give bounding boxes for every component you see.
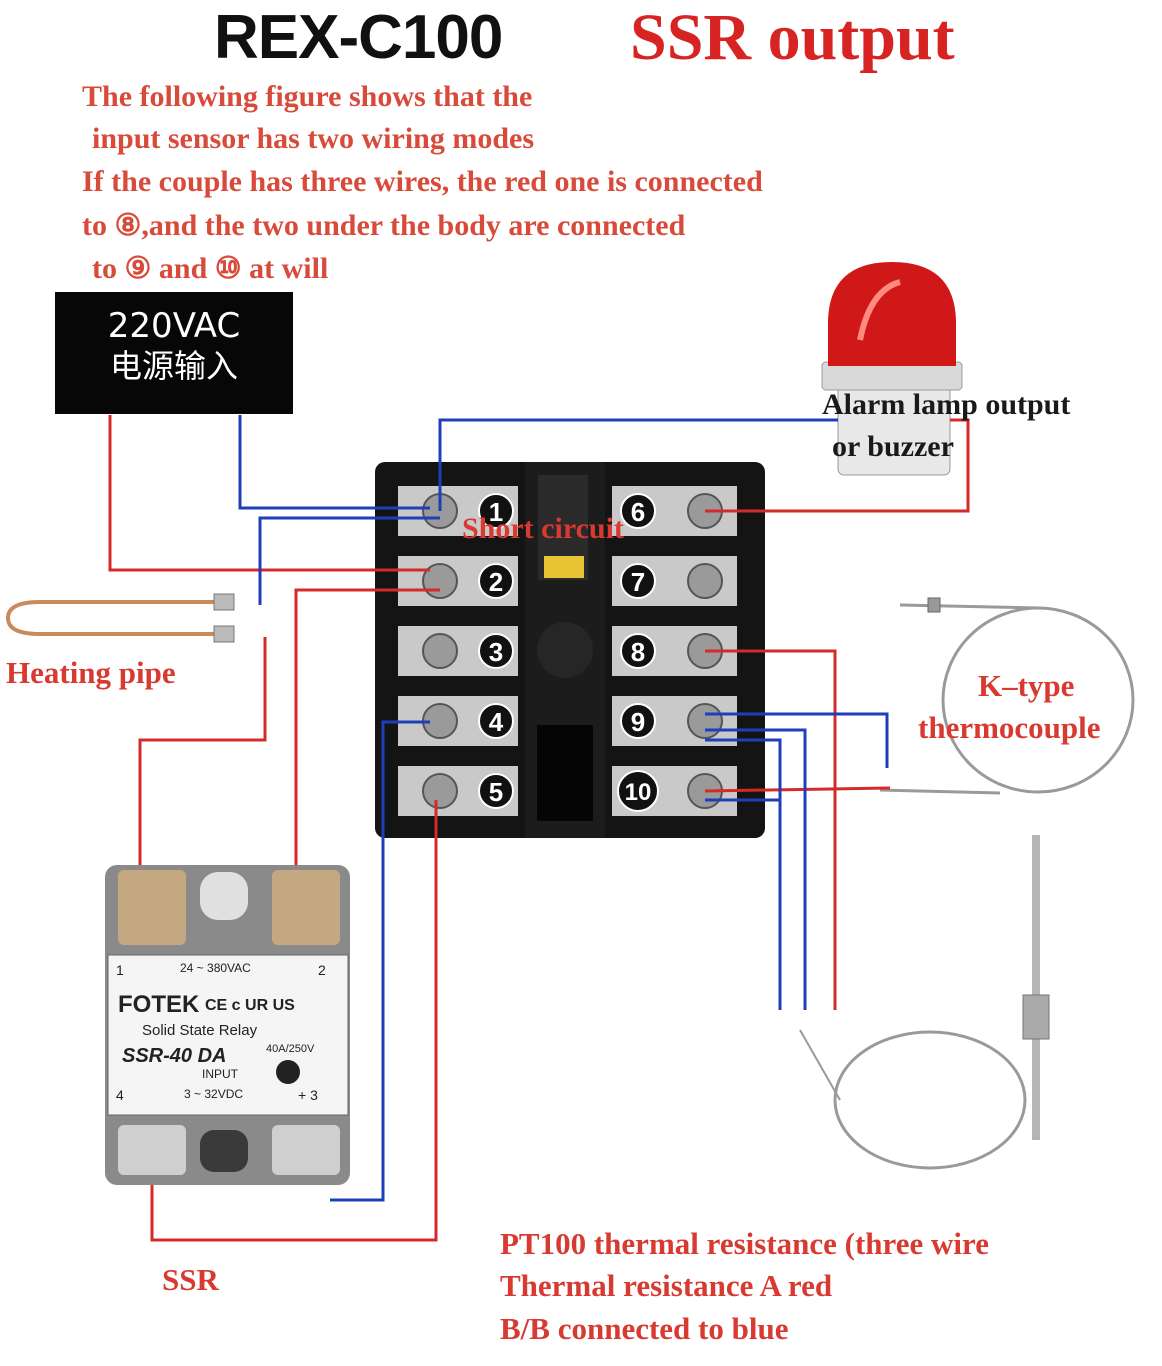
ssr-dc-right: + 3 (298, 1087, 318, 1103)
ssr-ac-right: 2 (318, 962, 326, 978)
terminal-2: 2 (489, 567, 503, 597)
alarm-lamp-icon (821, 262, 963, 476)
terminal-3: 3 (489, 637, 503, 667)
red-wires (108, 415, 970, 1242)
ssr-dc-left: 4 (116, 1087, 124, 1103)
alarm-label-line1: Alarm lamp output (822, 388, 1071, 421)
ssr-rating: 40A/250V (266, 1043, 315, 1055)
ssr-ac-left: 1 (116, 962, 124, 978)
pt100-label-line3: B/B connected to blue (500, 1311, 789, 1346)
ssr-model: SSR-40 DA (122, 1045, 226, 1067)
terminal-5: 5 (489, 777, 503, 807)
short-circuit-label: Short circuit (462, 512, 624, 545)
ssr-relay: 1 24 ~ 380VAC 2 FOTEK CE c UR US Solid S… (105, 865, 350, 1185)
terminal-7: 7 (631, 567, 645, 597)
terminal-6: 6 (631, 497, 645, 527)
note-line-3: If the couple has three wires, the red o… (82, 165, 763, 198)
pt100-label-line1: PT100 thermal resistance (three wire (500, 1226, 989, 1261)
controller-body: 1 2 3 4 5 6 7 8 9 10 (375, 462, 765, 838)
ssr-type-text: Solid State Relay (142, 1022, 258, 1039)
ssr-label: SSR (162, 1262, 219, 1297)
ssr-ac-range: 24 ~ 380VAC (180, 961, 251, 975)
note-line-4: to ⑧,and the two under the body are conn… (82, 209, 686, 242)
power-input-box: 220VAC 电源输入 (55, 292, 293, 414)
ssr-brand: FOTEK (118, 991, 200, 1018)
k-type-label-line2: thermocouple (918, 710, 1101, 745)
pt100-label-line2: Thermal resistance A red (500, 1268, 833, 1303)
pt100-probe-icon (799, 835, 1050, 1170)
terminal-10: 10 (625, 779, 652, 806)
note-line-5: to ⑨ and ⑩ at will (92, 252, 329, 285)
terminal-number-badges (478, 493, 659, 812)
ssr-input-label: INPUT (202, 1067, 239, 1081)
thermocouple-icon (879, 597, 1135, 795)
terminal-1: 1 (489, 497, 503, 527)
ssr-dc-range: 3 ~ 32VDC (184, 1087, 243, 1101)
blue-wires (238, 415, 889, 1202)
title-output: SSR output (630, 1, 955, 74)
terminal-8: 8 (631, 637, 645, 667)
power-caption: 电源输入 (109, 347, 238, 385)
note-line-1: The following figure shows that the (82, 80, 533, 113)
title-model: REX-C100 (214, 3, 503, 72)
note-line-2: input sensor has two wiring modes (92, 122, 535, 155)
k-type-label-line1: K–type (978, 668, 1075, 703)
ssr-marks: CE c UR US (205, 997, 295, 1014)
terminal-4: 4 (489, 707, 504, 737)
heating-pipe-icon (5, 593, 235, 643)
terminal-9: 9 (631, 707, 645, 737)
power-voltage: 220VAC (107, 306, 241, 346)
heating-pipe-label: Heating pipe (6, 655, 176, 690)
alarm-label-line2: or buzzer (832, 430, 954, 463)
